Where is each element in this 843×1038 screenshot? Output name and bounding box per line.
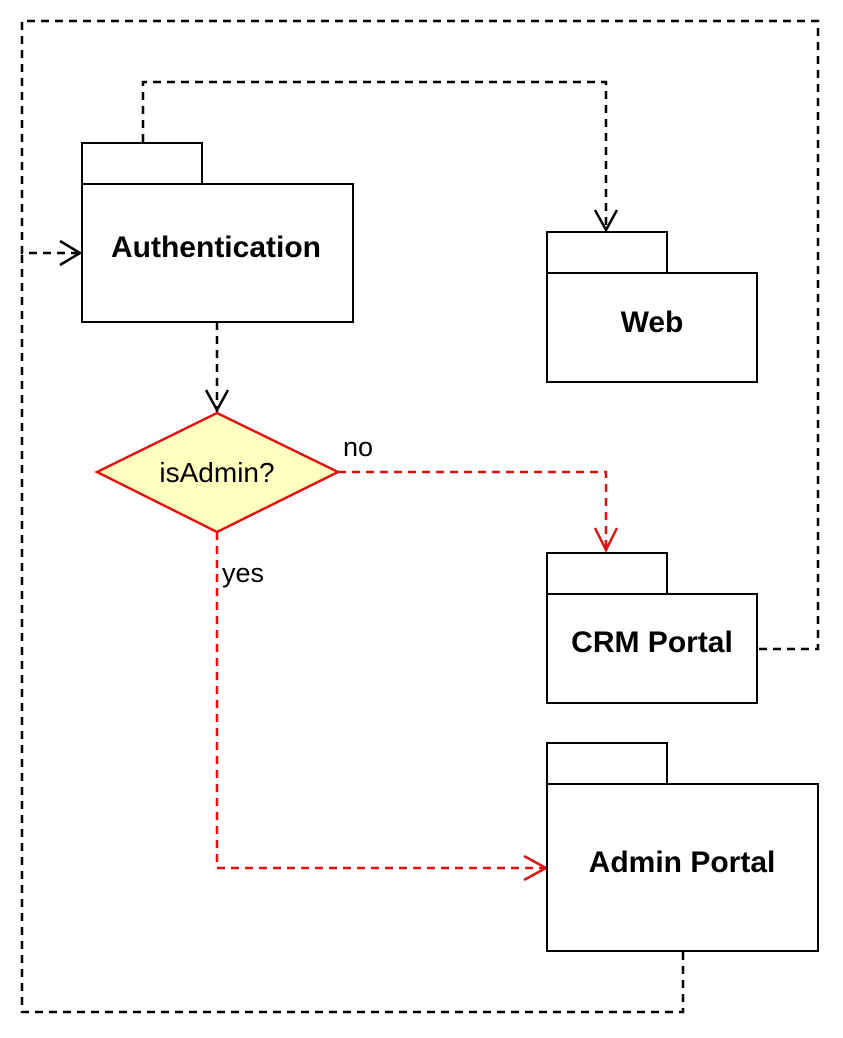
- package-admin-portal: Admin Portal: [546, 742, 819, 952]
- edge-label-yes: yes: [222, 558, 264, 588]
- package-crm-portal-body: [546, 593, 758, 704]
- edge-authentication-to-web: [141, 80, 608, 230]
- package-authentication-tab: [81, 142, 203, 185]
- package-crm-portal: CRM Portal: [546, 552, 758, 704]
- package-web: Web: [546, 231, 758, 383]
- package-web-tab: [546, 231, 668, 274]
- package-admin-portal-body: [546, 783, 819, 952]
- decision-diamond: [94, 411, 341, 534]
- package-admin-portal-tab: [546, 742, 668, 785]
- decision-label: isAdmin?: [159, 457, 274, 488]
- edge-label-no: no: [343, 432, 373, 462]
- decision-is-admin: isAdmin?: [94, 411, 341, 534]
- package-web-body: [546, 272, 758, 383]
- package-authentication-label: Authentication: [111, 231, 321, 264]
- edge-decision-no-to-crm: [338, 470, 608, 550]
- package-authentication-body: [81, 183, 354, 323]
- edge-decision-yes-to-admin: [215, 532, 546, 870]
- package-crm-portal-label: CRM Portal: [571, 626, 733, 659]
- package-crm-portal-tab: [546, 552, 668, 595]
- package-authentication: Authentication: [81, 142, 354, 323]
- edge-decision-no-arrowhead: [593, 527, 619, 553]
- edge-crm-to-authentication-arrowhead: [59, 239, 83, 267]
- edge-authentication-to-decision-arrowhead: [204, 389, 230, 413]
- edge-admin-portal-loop: [20, 253, 685, 1014]
- edge-crm-to-authentication: [20, 19, 820, 651]
- package-admin-portal-label: Admin Portal: [589, 846, 776, 879]
- edge-authentication-to-web-arrowhead: [593, 209, 619, 233]
- package-web-label: Web: [621, 306, 684, 339]
